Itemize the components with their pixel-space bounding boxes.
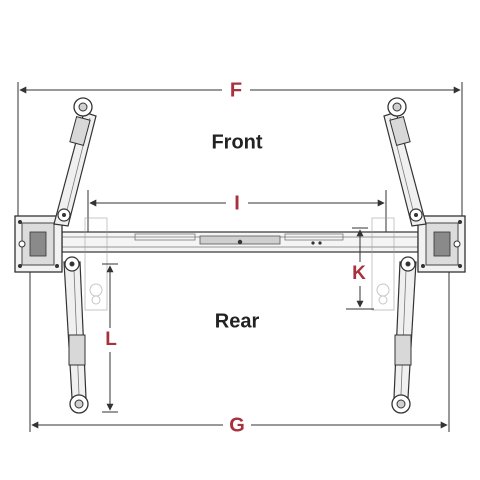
beam-bolt xyxy=(318,241,322,245)
beam-bolt xyxy=(311,241,315,245)
beam-bolt xyxy=(237,239,243,245)
anchor-bolt xyxy=(421,264,425,268)
left-post xyxy=(14,215,63,273)
dimension-label-i: I xyxy=(234,192,240,214)
right-post-carriage xyxy=(433,231,451,257)
carriage-outline-right xyxy=(371,217,395,311)
anchor-bolt xyxy=(18,264,22,268)
dimension-i: I xyxy=(87,190,387,232)
front-label: Front xyxy=(211,131,262,153)
beam-slot xyxy=(134,233,196,241)
dimension-k: K xyxy=(346,227,374,310)
dimension-label-g: G xyxy=(229,414,245,436)
dimension-label-l: L xyxy=(105,329,117,350)
rear-right-arm xyxy=(391,256,417,414)
front-left-arm xyxy=(53,97,97,227)
beam-slot xyxy=(284,233,344,241)
dimension-f: F xyxy=(17,79,463,228)
dimension-g: G xyxy=(29,272,450,436)
anchor-bolt xyxy=(18,220,22,224)
left-post-carriage xyxy=(29,231,47,257)
anchor-bolt xyxy=(55,264,59,268)
front-right-arm xyxy=(383,97,427,227)
dimension-label-k: K xyxy=(352,263,366,284)
dimension-l: L xyxy=(102,263,118,413)
rear-left-arm xyxy=(63,256,89,414)
dimension-label-f: F xyxy=(230,79,242,101)
right-post xyxy=(417,215,466,273)
anchor-bolt xyxy=(453,240,461,248)
anchor-bolt xyxy=(458,220,462,224)
overhead-beam xyxy=(61,231,419,253)
anchor-bolt xyxy=(458,264,462,268)
anchor-bolt xyxy=(18,240,26,248)
rear-label: Rear xyxy=(215,310,260,332)
